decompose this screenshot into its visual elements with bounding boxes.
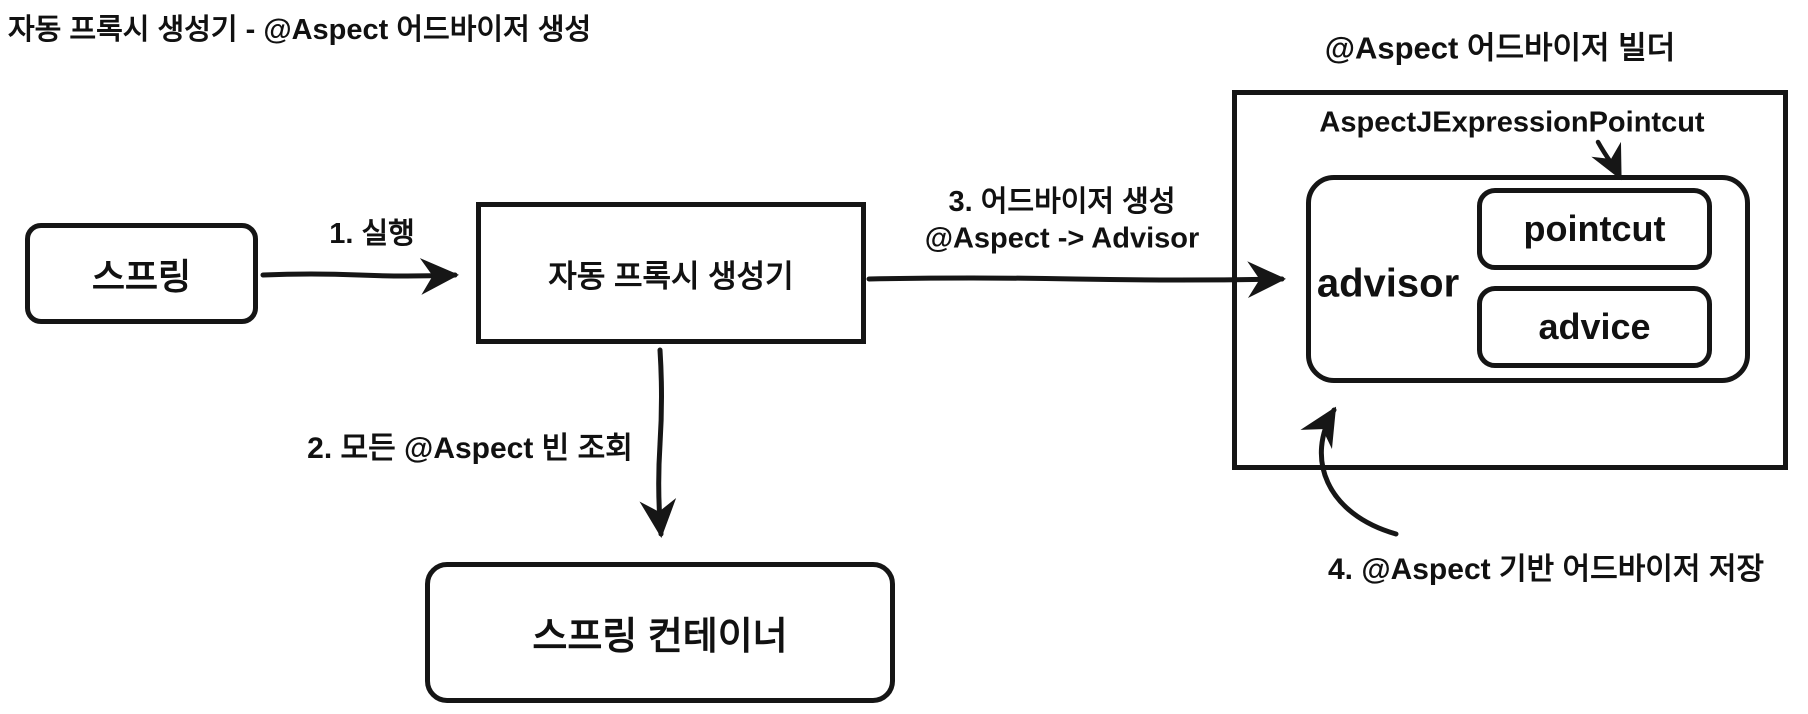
arrow-step1 <box>260 258 459 295</box>
step3-label-line2: @Aspect -> Advisor <box>924 222 1200 255</box>
builder-title: @Aspect 어드바이저 빌더 <box>1324 30 1676 66</box>
node-spring: 스프링 <box>25 223 258 324</box>
node-auto-proxy-creator-label: 자동 프록시 생성기 <box>548 258 794 294</box>
step3-label-line1: 3. 어드바이저 생성 <box>948 186 1176 218</box>
advice-box: advice <box>1477 286 1712 368</box>
step4-label: 4. @Aspect 기반 어드바이저 저장 <box>1327 553 1765 586</box>
node-spring-container-label: 스프링 컨테이너 <box>532 616 788 658</box>
advisor-label: advisor <box>1316 261 1460 306</box>
step1-label: 1. 실행 <box>329 218 415 250</box>
pointcut-box: pointcut <box>1477 188 1712 270</box>
page-title: 자동 프록시 생성기 - @Aspect 어드바이저 생성 <box>8 14 592 46</box>
step2-label: 2. 모든 @Aspect 빈 조회 <box>307 432 633 465</box>
node-auto-proxy-creator: 자동 프록시 생성기 <box>476 202 866 344</box>
builder-class-label: AspectJExpressionPointcut <box>1319 106 1705 139</box>
node-spring-container: 스프링 컨테이너 <box>425 562 895 703</box>
node-spring-label: 스프링 <box>91 255 192 297</box>
arrow-step3 <box>866 261 1286 299</box>
pointcut-label: pointcut <box>1523 208 1666 249</box>
arrow-step2 <box>639 347 677 538</box>
advice-label: advice <box>1538 306 1651 347</box>
